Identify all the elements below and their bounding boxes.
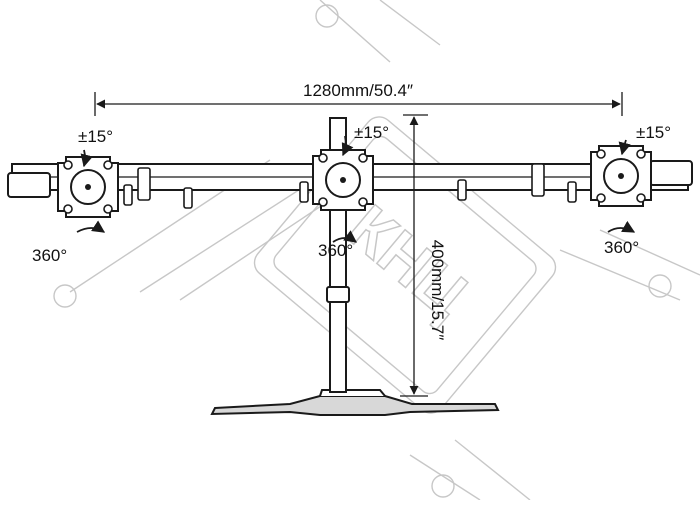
watermark-circle <box>431 474 455 498</box>
watermark-circle <box>648 274 672 298</box>
arm-end-cap-right <box>649 160 693 186</box>
tilt-label-center: ±15° <box>354 123 389 142</box>
watermark-line <box>319 0 391 63</box>
cable-clip <box>457 179 467 201</box>
watermark-circle <box>53 284 77 308</box>
tilt-label-left: ±15° <box>78 127 113 146</box>
watermark-line <box>179 189 346 301</box>
watermark-line <box>379 0 441 46</box>
rotation-label-center: 360° <box>318 241 353 260</box>
height-label: 400mm/15.7″ <box>428 240 447 341</box>
cable-clip <box>567 181 577 203</box>
stand-base <box>210 389 500 416</box>
watermark-circle <box>315 4 339 28</box>
pole-clamp <box>326 286 350 303</box>
vesa-plate-center <box>312 149 374 211</box>
cable-clip <box>123 184 133 206</box>
arm-joint <box>531 163 545 197</box>
rotation-label-left: 360° <box>32 246 67 265</box>
tilt-arrows <box>80 135 631 168</box>
tilt-arrow-icon <box>618 139 631 156</box>
arm-joint <box>137 167 151 201</box>
arm-end-cap-left <box>7 172 51 198</box>
tilt-label-right: ±15° <box>636 123 671 142</box>
rotation-label-right: 360° <box>604 238 639 257</box>
rotate-arrow-icon <box>332 230 358 243</box>
watermark-line <box>454 439 531 501</box>
vesa-plate-left <box>57 156 119 218</box>
cable-clip <box>299 181 309 203</box>
watermark-line <box>599 229 700 276</box>
tilt-arrow-icon <box>341 135 354 157</box>
vesa-plate-right <box>590 145 652 207</box>
width-label: 1280mm/50.4″ <box>303 81 413 100</box>
cable-clip <box>183 187 193 209</box>
height-dimension <box>400 114 428 397</box>
rotate-arrow-icon <box>607 220 636 233</box>
watermark-line <box>559 249 681 301</box>
width-dimension <box>94 92 623 116</box>
rotation-arrows <box>76 220 636 243</box>
rotate-arrow-icon <box>76 220 106 233</box>
watermark-line <box>409 454 481 501</box>
tilt-arrow-icon <box>80 149 93 168</box>
watermark-text: КНЦ <box>335 191 483 331</box>
